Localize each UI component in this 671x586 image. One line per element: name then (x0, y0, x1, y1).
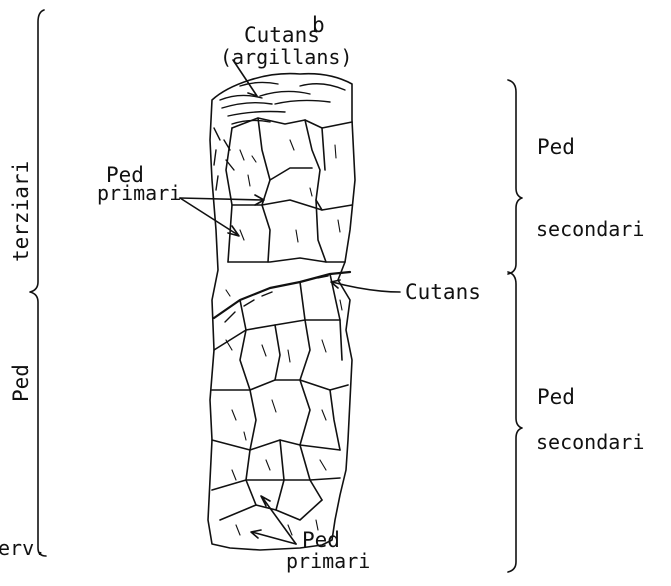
left-label-ped: Ped (9, 364, 33, 402)
right-bracket-upper (508, 80, 522, 274)
right-bracket-lower (508, 272, 522, 572)
arrow-ped-primari-upper-a (180, 195, 264, 205)
arrow-ped-primari-lower-b (251, 530, 296, 544)
label-cutans-argillans-2: (argillans) (220, 45, 352, 69)
label-cutans-mid: Cutans (405, 280, 481, 304)
label-fragment-erv: erv. (0, 536, 46, 560)
label-ped-secondari-upper-2: secondari (536, 217, 644, 241)
left-bracket (30, 10, 46, 556)
label-ped-primari-lower-2: primari (286, 549, 370, 573)
label-ped-primari-upper-2: primari (97, 181, 181, 205)
label-ped-secondari-upper-1: Ped (537, 135, 575, 159)
ped-aggregate-lines (212, 118, 352, 520)
label-ped-secondari-lower-1: Ped (537, 385, 575, 409)
label-ped-secondari-lower-2: secondari (536, 430, 644, 454)
left-label-terziari: terziari (9, 161, 33, 262)
label-cutans-argillans-1: Cutans (244, 23, 320, 47)
